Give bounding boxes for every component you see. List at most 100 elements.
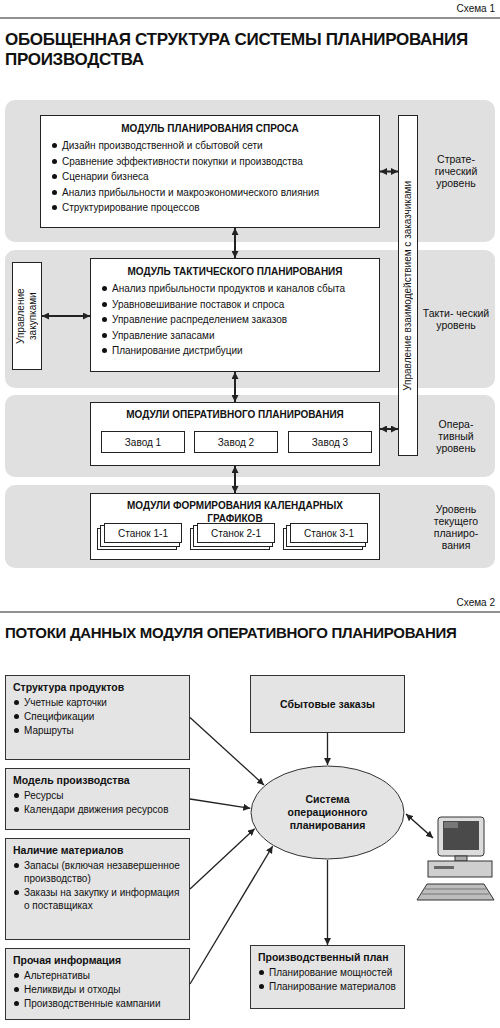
level-band: Уровень текущего планиро- вания МОДУЛИ ФО… bbox=[5, 485, 495, 568]
module-box: МОДУЛЬ ПЛАНИРОВАНИЯ СПРОСА Дизайн произво… bbox=[40, 115, 380, 228]
scheme-number: Схема 2 bbox=[380, 597, 495, 608]
input-box: Прочая информацияАльтернативыНеликвиды и… bbox=[5, 948, 190, 1020]
plant-box: Завод 2 bbox=[194, 431, 278, 453]
vertical-label: Управление взаимодействием с заказчиками bbox=[402, 181, 414, 391]
plant-label: Завод 1 bbox=[125, 437, 161, 448]
bullet-item: Структурирование процессов bbox=[51, 200, 369, 216]
header-rule bbox=[0, 18, 500, 19]
bullet-item: Анализ прибыльности и макроэкономическог… bbox=[51, 185, 369, 201]
computer-illustration bbox=[417, 817, 494, 900]
machine-box: Станок 3-1 bbox=[290, 523, 368, 543]
connector-arrow bbox=[190, 799, 250, 808]
connector-arrow bbox=[190, 718, 264, 785]
drive-slot bbox=[434, 866, 454, 869]
input-box: Модель производстваРесурсыКалендари движ… bbox=[5, 768, 190, 830]
connector-arrow bbox=[190, 829, 255, 889]
box-label: Сбытовые заказы bbox=[280, 698, 375, 711]
bullet-item: Заказы на закупку и информация о поставщ… bbox=[13, 886, 182, 912]
level-label: Такти- ческий уровень bbox=[421, 250, 491, 388]
bullet-item: Планирование мощностей bbox=[258, 966, 397, 979]
connector-arrow bbox=[380, 428, 398, 430]
screen-glare bbox=[444, 822, 458, 828]
system-unit bbox=[428, 861, 492, 877]
input-box: Структура продуктовУчетные карточкиСпеци… bbox=[5, 675, 190, 760]
monitor-screen bbox=[443, 821, 479, 850]
key-row bbox=[425, 889, 486, 890]
diagram-title: ОБОБЩЕННАЯ СТРУКТУРА СИСТЕМЫ ПЛАНИРОВАНИ… bbox=[5, 30, 495, 70]
machine-label: Станок 2-1 bbox=[211, 528, 261, 539]
box-heading: Структура продуктов bbox=[13, 681, 182, 694]
box-heading: Производственный план bbox=[258, 951, 397, 964]
connector-arrow bbox=[42, 315, 90, 317]
keyboard bbox=[417, 884, 494, 900]
plant-label: Завод 3 bbox=[312, 437, 348, 448]
module-heading: МОДУЛЬ ПЛАНИРОВАНИЯ СПРОСА bbox=[51, 122, 369, 135]
connector-arrow bbox=[234, 372, 236, 402]
connector-arrow bbox=[190, 846, 273, 984]
bullet-item: Учетные карточки bbox=[13, 696, 182, 709]
module-heading: МОДУЛЬ ТАКТИЧЕСКОГО ПЛАНИРОВАНИЯ bbox=[101, 265, 369, 278]
vertical-box: Управление взаимодействием с заказчиками bbox=[398, 115, 418, 456]
bullet-item: Анализ прибыльности продуктов и каналов … bbox=[101, 281, 369, 297]
computer-link-arrow bbox=[406, 814, 433, 838]
monitor-neck bbox=[455, 856, 467, 861]
bullet-item: Планирование материалов bbox=[258, 980, 397, 993]
vertical-label: Управление закупками bbox=[15, 263, 39, 369]
ellipse-shape bbox=[251, 766, 404, 859]
header-rule bbox=[0, 612, 500, 613]
bullet-item: Неликвиды и отходы bbox=[13, 983, 182, 996]
plant-box: Завод 3 bbox=[288, 431, 372, 453]
input-box: Наличие материаловЗапасы (включая незаве… bbox=[5, 838, 190, 940]
connector-arrow bbox=[234, 466, 236, 493]
bullet-item: Планирование дистрибуции bbox=[101, 343, 369, 359]
module-box: МОДУЛЬ ТАКТИЧЕСКОГО ПЛАНИРОВАНИЯ Анализ п… bbox=[90, 258, 380, 372]
output-box: Производственный планПланирование мощнос… bbox=[250, 945, 405, 1009]
process-ellipse: Система операционного планирования bbox=[250, 765, 405, 860]
order-box: Сбытовые заказы bbox=[250, 675, 405, 733]
machine-label: Станок 3-1 bbox=[304, 528, 354, 539]
box-heading: Прочая информация bbox=[13, 954, 182, 967]
machine-label: Станок 1-1 bbox=[118, 528, 168, 539]
machine-box: Станок 1-1 bbox=[104, 523, 182, 543]
box-heading: Наличие материалов bbox=[13, 844, 182, 857]
bullet-item: Сравнение эффективности покупки и произв… bbox=[51, 154, 369, 170]
module-box: МОДУЛИ ОПЕРАТИВНОГО ПЛАНИРОВАНИЯ Завод 1 З… bbox=[90, 402, 380, 466]
bullet-item: Производственные кампании bbox=[13, 997, 182, 1010]
connector-arrow bbox=[234, 228, 236, 258]
monitor-body bbox=[438, 817, 484, 856]
module-heading: МОДУЛИ ОПЕРАТИВНОГО ПЛАНИРОВАНИЯ bbox=[99, 408, 371, 421]
level-label: Опера- тивный уровень bbox=[421, 395, 491, 477]
level-band: Опера- тивный уровень МОДУЛИ ОПЕРАТИВНОГО… bbox=[5, 395, 495, 477]
level-label: Уровень текущего планиро- вания bbox=[421, 485, 491, 568]
vertical-box: Управление закупками bbox=[12, 262, 42, 370]
machine-box: Станок 2-1 bbox=[197, 523, 275, 543]
bullet-item: Альтернативы bbox=[13, 969, 182, 982]
box-label: Система операционного планирования bbox=[274, 793, 381, 832]
plant-box: Завод 1 bbox=[101, 431, 185, 453]
connector-arrow bbox=[327, 733, 328, 765]
bullet-item: Спецификации bbox=[13, 710, 182, 723]
module-heading: МОДУЛИ ФОРМИРОВАНИЯ КАЛЕНДАРНЫХ ГРАФИКОВ bbox=[99, 499, 371, 525]
bullet-item: Дизайн производственной и сбытовой сети bbox=[51, 138, 369, 154]
module-box: МОДУЛИ ФОРМИРОВАНИЯ КАЛЕНДАРНЫХ ГРАФИКОВ… bbox=[90, 493, 380, 560]
level-band: Страте- гический уровень МОДУЛЬ ПЛАНИРОВА… bbox=[5, 100, 495, 242]
key-row bbox=[422, 894, 489, 895]
diagram-title: ПОТОКИ ДАННЫХ МОДУЛЯ ОПЕРАТИВНОГО ПЛАНИР… bbox=[5, 624, 495, 642]
connector-arrow bbox=[327, 860, 328, 945]
level-band: Такти- ческий уровень Управление закупкам… bbox=[5, 250, 495, 388]
scheme-number: Схема 1 bbox=[380, 3, 495, 14]
bullet-item: Управление запасами bbox=[101, 328, 369, 344]
plant-label: Завод 2 bbox=[218, 437, 254, 448]
bullet-item: Ресурсы bbox=[13, 789, 182, 802]
level-label: Страте- гический уровень bbox=[421, 100, 491, 242]
bullet-item: Запасы (включая незавершенное производст… bbox=[13, 859, 182, 885]
box-heading: Модель производства bbox=[13, 774, 182, 787]
bullet-item: Календари движения ресурсов bbox=[13, 803, 182, 816]
bullet-item: Сценарии бизнеса bbox=[51, 169, 369, 185]
bullet-item: Управление распределением заказов bbox=[101, 312, 369, 328]
bullet-item: Маршруты bbox=[13, 724, 182, 737]
bullet-item: Уравновешивание поставок и спроса bbox=[101, 297, 369, 313]
